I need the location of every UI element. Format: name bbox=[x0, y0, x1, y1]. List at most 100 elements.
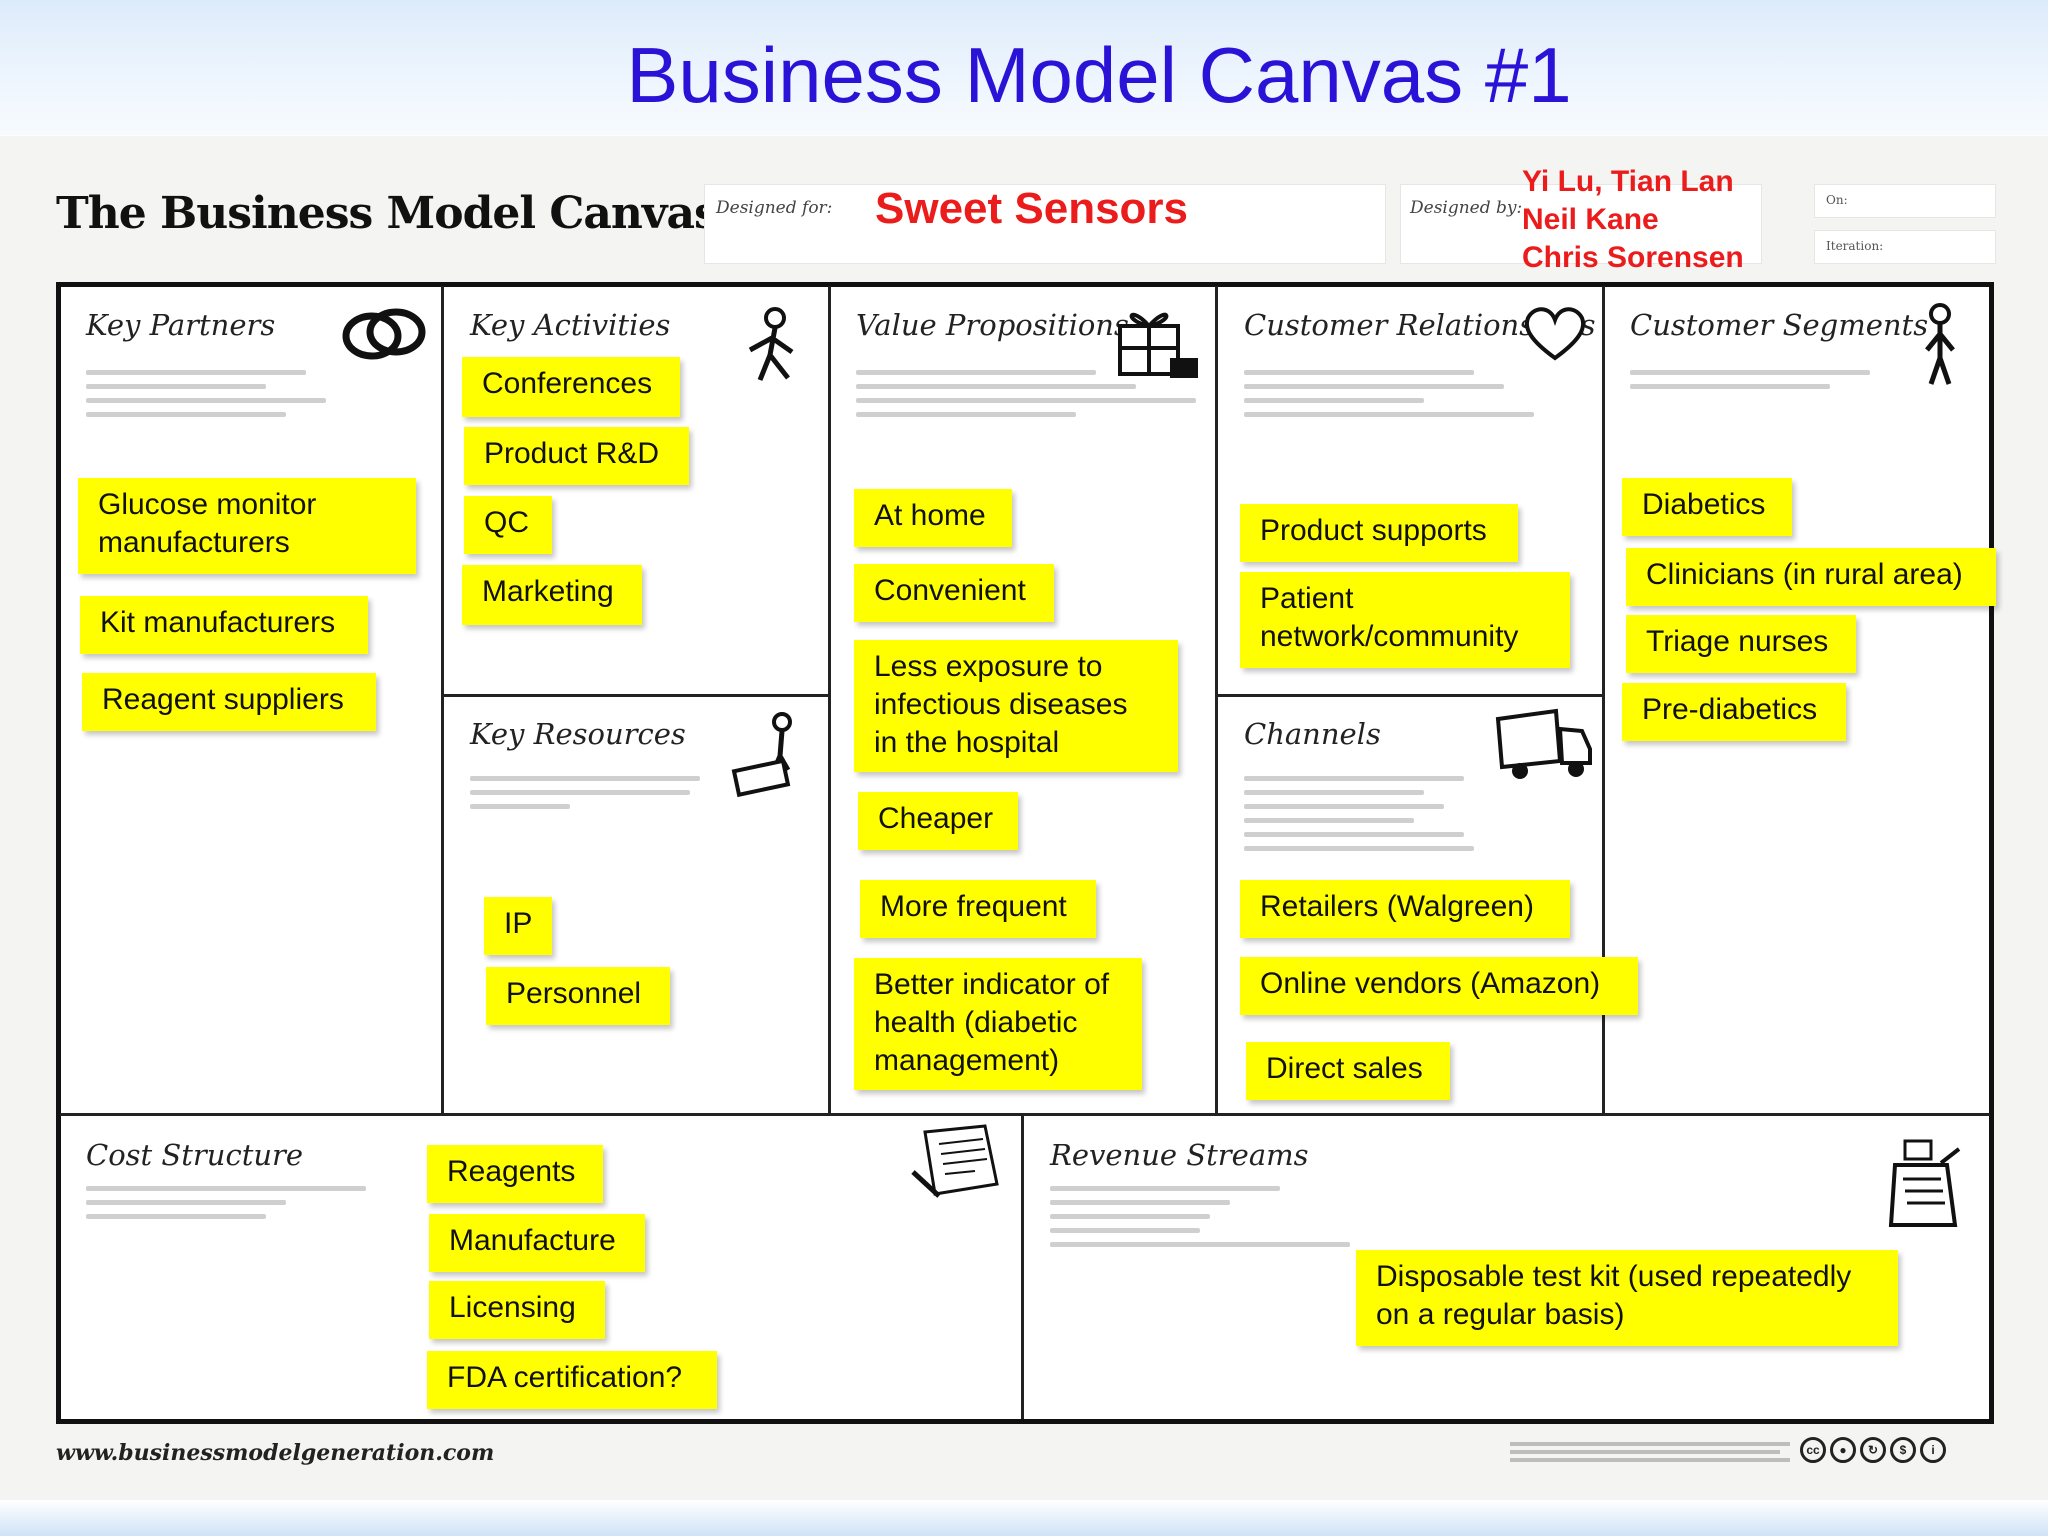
guide-text bbox=[470, 804, 570, 809]
cc-icon: cc bbox=[1800, 1437, 1826, 1463]
designed-for-field bbox=[704, 184, 1386, 264]
nc-icon: $ bbox=[1890, 1437, 1916, 1463]
sticky-note: Personnel bbox=[486, 967, 670, 1025]
divider bbox=[1602, 286, 1605, 1113]
sticky-note: Online vendors (Amazon) bbox=[1240, 957, 1638, 1015]
guide-text bbox=[1244, 370, 1474, 375]
divider bbox=[1215, 694, 1605, 697]
slide-title: Business Model Canvas #1 bbox=[626, 31, 1572, 119]
guide-text bbox=[1050, 1200, 1230, 1205]
guide-text bbox=[1244, 384, 1504, 389]
designed-by-label: Designed by: bbox=[1410, 198, 1523, 218]
license-text bbox=[1510, 1442, 1790, 1446]
gift-icon bbox=[1118, 312, 1198, 378]
guide-text bbox=[1050, 1186, 1280, 1191]
sticky-note: Convenient bbox=[854, 564, 1054, 622]
sticky-note: Clinicians (in rural area) bbox=[1626, 548, 1996, 606]
sticky-note: Direct sales bbox=[1246, 1042, 1450, 1100]
block-title-revenue-streams: Revenue Streams bbox=[1050, 1138, 1309, 1172]
sticky-note: At home bbox=[854, 489, 1012, 547]
divider bbox=[828, 286, 831, 1113]
sticky-note: Cheaper bbox=[858, 792, 1018, 850]
designer-name: Chris Sorensen bbox=[1522, 241, 1744, 274]
sticky-note: Reagent suppliers bbox=[82, 673, 376, 731]
sticky-note: Glucose monitor manufacturers bbox=[78, 478, 416, 574]
block-title-customer-segments: Customer Segments bbox=[1630, 308, 1929, 342]
sticky-note: Licensing bbox=[429, 1281, 605, 1339]
guide-text bbox=[1244, 846, 1474, 851]
guide-text bbox=[86, 412, 286, 417]
sa-icon: ↻ bbox=[1860, 1437, 1886, 1463]
block-title-key-activities: Key Activities bbox=[470, 308, 671, 342]
sticky-note: Better indicator of health (diabetic man… bbox=[854, 958, 1142, 1090]
guide-text bbox=[86, 1200, 286, 1205]
divider bbox=[1215, 286, 1218, 1113]
divider bbox=[1021, 1113, 1024, 1419]
designed-for-label: Designed for: bbox=[716, 198, 833, 218]
guide-text bbox=[856, 370, 1096, 375]
sticky-note: Conferences bbox=[462, 357, 680, 417]
block-title-cost-structure: Cost Structure bbox=[86, 1138, 304, 1172]
sticky-note: Marketing bbox=[462, 565, 642, 625]
sticky-note: Disposable test kit (used repeatedly on … bbox=[1356, 1250, 1898, 1346]
guide-text bbox=[1050, 1214, 1210, 1219]
sticky-note: Patient network/community bbox=[1240, 572, 1570, 668]
block-title-key-partners: Key Partners bbox=[86, 308, 276, 342]
guide-text bbox=[1244, 832, 1464, 837]
worker-icon bbox=[748, 307, 794, 381]
sticky-note: Less exposure to infectious diseases in … bbox=[854, 640, 1178, 772]
sticky-note: IP bbox=[484, 897, 552, 955]
factory-worker-icon bbox=[731, 712, 792, 798]
block-title-value-propositions: Value Propositions bbox=[856, 308, 1129, 342]
guide-text bbox=[1244, 412, 1534, 417]
guide-text bbox=[856, 398, 1196, 403]
guide-text bbox=[1050, 1242, 1350, 1247]
designed-by-field bbox=[1400, 184, 1762, 264]
guide-text bbox=[86, 398, 326, 403]
sticky-note: Kit manufacturers bbox=[80, 596, 368, 654]
guide-text bbox=[1244, 804, 1444, 809]
cash-register-icon bbox=[1888, 1139, 1961, 1227]
guide-text bbox=[1244, 818, 1414, 823]
license-text bbox=[1510, 1450, 1780, 1454]
info-icon: i bbox=[1920, 1437, 1946, 1463]
license-icons: cc ● ↻ $ i bbox=[1800, 1437, 1946, 1463]
sticky-note: Pre-diabetics bbox=[1622, 683, 1846, 741]
divider bbox=[60, 1113, 1990, 1116]
designer-name: Neil Kane bbox=[1522, 203, 1659, 236]
guide-text bbox=[86, 384, 266, 389]
heart-icon bbox=[1524, 307, 1586, 361]
block-title-channels: Channels bbox=[1244, 717, 1381, 751]
divider bbox=[441, 286, 444, 1113]
by-icon: ● bbox=[1830, 1437, 1856, 1463]
person-icon bbox=[1925, 303, 1955, 385]
guide-text bbox=[1244, 398, 1424, 403]
iteration-label: Iteration: bbox=[1826, 239, 1884, 253]
sticky-note: More frequent bbox=[860, 880, 1096, 938]
footer-url: www.businessmodelgeneration.com bbox=[56, 1440, 495, 1466]
sticky-note: Reagents bbox=[427, 1145, 603, 1203]
date-label: On: bbox=[1826, 193, 1848, 207]
iteration-field bbox=[1814, 230, 1996, 264]
guide-text bbox=[470, 776, 700, 781]
chain-link-icon bbox=[342, 308, 426, 360]
sticky-note: Product R&D bbox=[464, 427, 689, 485]
guide-text bbox=[86, 370, 306, 375]
guide-text bbox=[1050, 1228, 1200, 1233]
sticky-note: Retailers (Walgreen) bbox=[1240, 880, 1570, 938]
canvas-grid bbox=[56, 282, 1994, 1424]
sticky-note: FDA certification? bbox=[427, 1351, 717, 1409]
guide-text bbox=[1630, 370, 1870, 375]
receipt-icon bbox=[911, 1124, 999, 1198]
sticky-note: Manufacture bbox=[429, 1214, 645, 1272]
guide-text bbox=[1244, 790, 1424, 795]
guide-text bbox=[856, 412, 1076, 417]
truck-icon bbox=[1495, 708, 1592, 779]
guide-text bbox=[86, 1214, 266, 1219]
date-field bbox=[1814, 184, 1996, 218]
guide-text bbox=[86, 1186, 366, 1191]
guide-text bbox=[856, 384, 1136, 389]
designer-name: Yi Lu, Tian Lan bbox=[1522, 165, 1734, 198]
project-name: Sweet Sensors bbox=[875, 184, 1189, 233]
guide-text bbox=[1630, 384, 1830, 389]
